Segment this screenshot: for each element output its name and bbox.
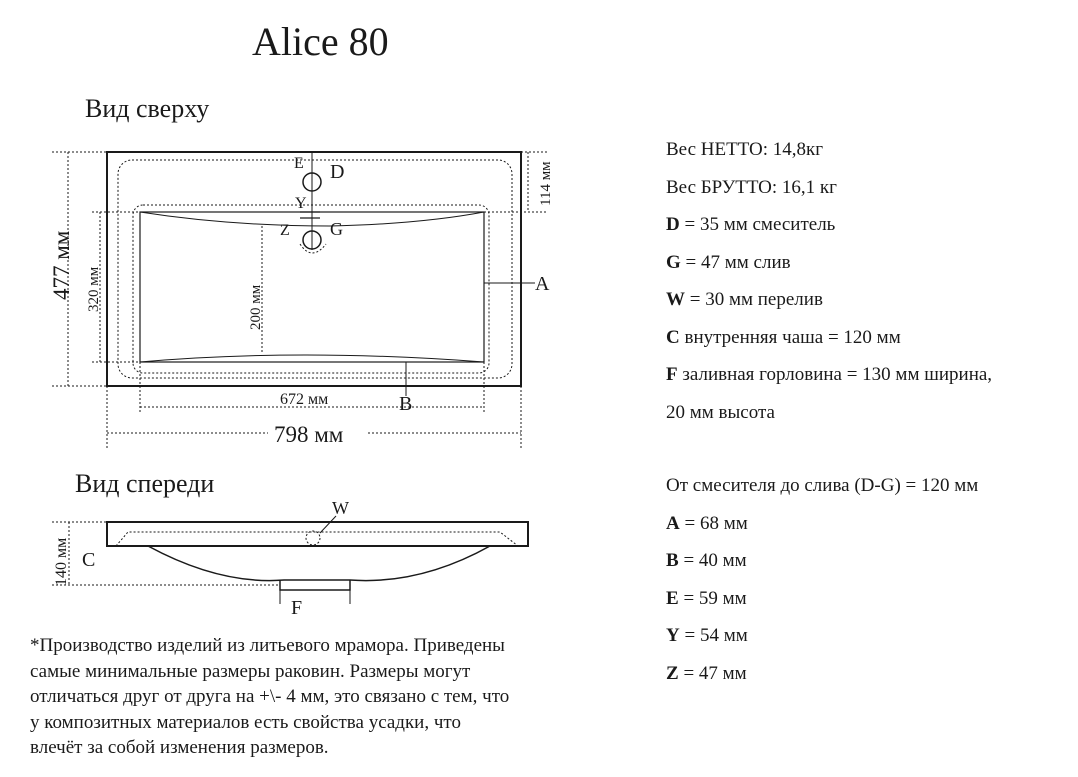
- specs-list-top: Вес НЕТТО: 14,8кг Вес БРУТТО: 16,1 кг D …: [666, 136, 992, 436]
- overflow-hole: [305, 530, 321, 546]
- label-y: Y: [295, 195, 307, 212]
- spec-row: Вес НЕТТО: 14,8кг: [666, 139, 824, 160]
- footnote-line: влечёт за собой изменения размеров.: [30, 737, 329, 758]
- spec-row: B = 40 мм: [666, 550, 747, 571]
- sink-rim-dashed: [117, 159, 513, 379]
- spec-row: Y = 54 мм: [666, 625, 748, 646]
- dim-width-total: 798 мм: [274, 422, 344, 447]
- drain-hole-dashed: [299, 243, 327, 254]
- spec-row: A = 68 мм: [666, 512, 748, 534]
- label-b: B: [399, 393, 412, 415]
- label-w: W: [332, 498, 349, 518]
- specs-list-bottom: От смесителя до слива (D-G) = 120 мм A =…: [666, 472, 978, 697]
- sink-outer-outline: [106, 151, 522, 387]
- dim-depth: 200 мм: [248, 284, 264, 330]
- spec-row: C внутренняя чаша = 120 мм: [666, 326, 901, 348]
- dim-front-height: 140 мм: [53, 538, 70, 586]
- spec-row: F заливная горловина = 130 мм ширина,: [666, 364, 993, 385]
- footnote: *Производство изделий из литьевого мрамо…: [30, 633, 630, 761]
- front-view-heading: Вид спереди: [75, 469, 215, 498]
- label-w-leader: [319, 515, 337, 534]
- label-c: C: [82, 549, 95, 571]
- bowl-dashed-outline: [132, 204, 490, 374]
- front-top-slab: [106, 521, 529, 547]
- spec-row: D = 35 мм смеситель: [666, 214, 836, 235]
- dim-height-bowl: 320 мм: [86, 266, 102, 312]
- label-z: Z: [280, 222, 290, 239]
- page-title: Alice 80: [252, 19, 389, 64]
- spec-row: G = 47 мм слив: [666, 251, 791, 273]
- spec-row: E = 59 мм: [666, 587, 747, 609]
- front-bowl-dashed: [115, 531, 519, 547]
- label-g: G: [330, 219, 343, 239]
- top-view-drawing: [52, 151, 548, 450]
- label-a: A: [535, 273, 550, 295]
- spec-row: Z = 47 мм: [666, 662, 747, 684]
- label-e: E: [294, 155, 304, 172]
- spec-row: W = 30 мм перелив: [666, 289, 823, 310]
- spec-row: От смесителя до слива (D-G) = 120 мм: [666, 475, 979, 496]
- label-d: D: [330, 161, 344, 183]
- footnote-line: самые минимальные размеры раковин. Разме…: [30, 660, 471, 682]
- drain-neck: [279, 580, 351, 591]
- faucet-hole: [302, 172, 322, 192]
- spec-row: Вес БРУТТО: 16,1 кг: [666, 176, 837, 198]
- footnote-line: отличаться друг от друга на +\- 4 мм, эт…: [30, 686, 510, 707]
- label-f: F: [291, 597, 302, 619]
- bowl-bottom-curve: [139, 354, 485, 363]
- top-view-heading: Вид сверху: [85, 94, 210, 123]
- bowl-top-curve: [139, 211, 485, 227]
- dim-top-margin: 114 мм: [538, 161, 554, 206]
- dim-height-total: 477 мм: [49, 230, 74, 300]
- spec-row: 20 мм высота: [666, 401, 775, 423]
- front-view-drawing: [52, 515, 529, 604]
- footnote-line: у композитных материалов есть свойства у…: [30, 711, 461, 733]
- dim-width-bowl: 672 мм: [280, 391, 328, 408]
- footnote-line: *Производство изделий из литьевого мрамо…: [30, 635, 505, 656]
- front-bowl-curve: [147, 545, 491, 582]
- drain-hole: [302, 230, 322, 250]
